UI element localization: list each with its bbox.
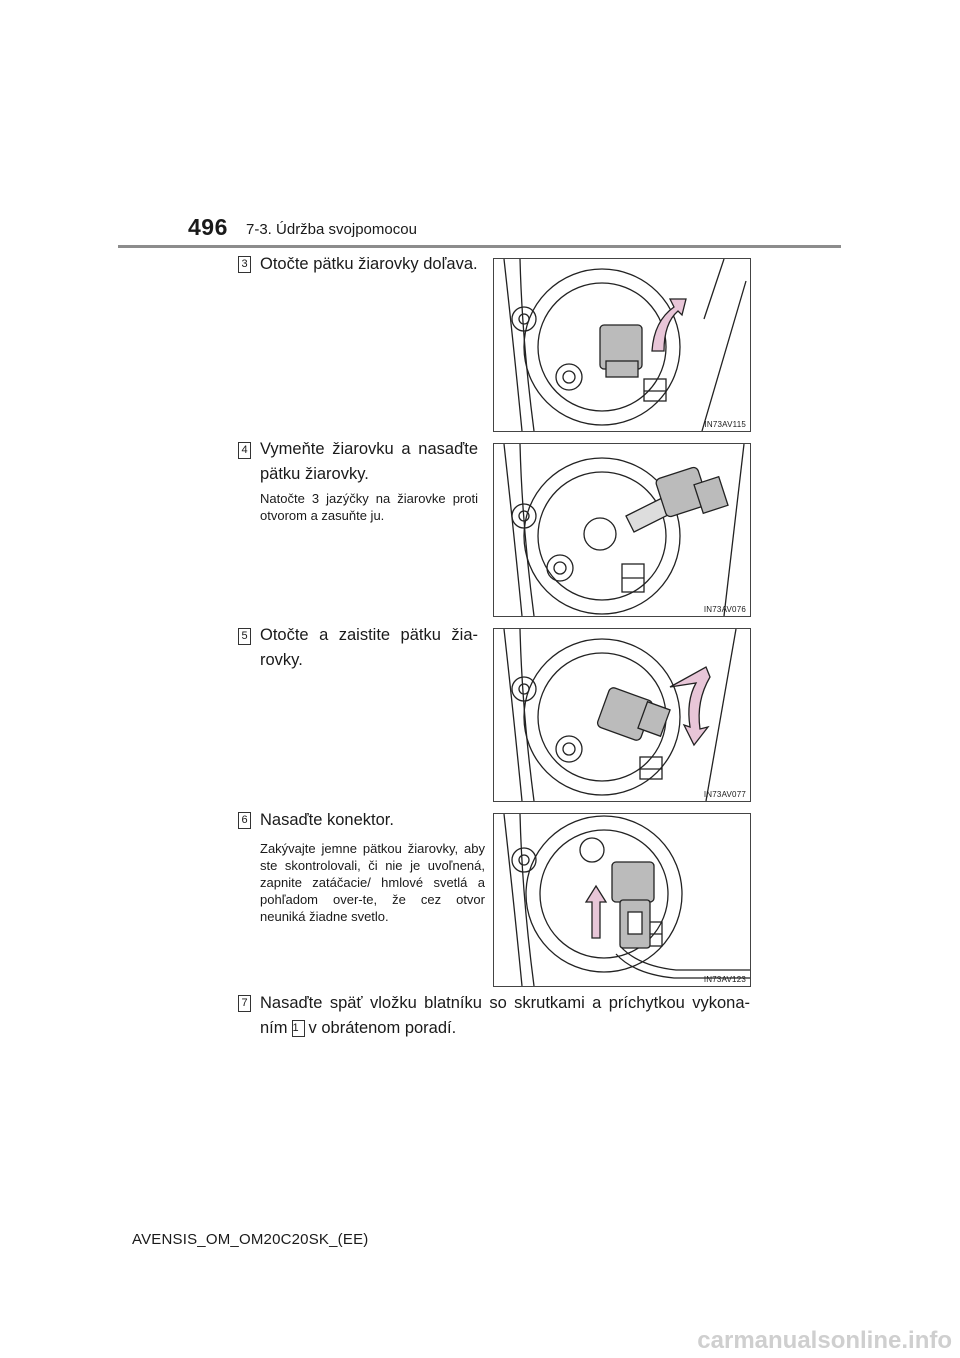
step-7-text-after: v obrátenom poradí. [308,1019,457,1037]
step-5-figure: IN73AV077 [493,628,751,802]
step-6-text: Nasaďte konektor. [260,811,394,829]
section-title: 7-3. Údržba svojpomocou [246,221,417,238]
step-6-note: Zakývajte jemne pätkou žiarovky, aby ste… [260,841,485,924]
watermark: carmanualsonline.info [697,1327,952,1354]
step-7-text-before: Nasaďte späť vložku blatníku so skrutkam… [260,994,750,1037]
step-4-badge: 4 [238,442,251,459]
header-rule [118,245,841,248]
figure-code: IN73AV123 [703,975,746,984]
page-number: 496 [188,214,228,240]
step-3-text: Otočte pätku žiarovky doľava. [260,255,478,273]
step-7-text: Nasaďte späť vložku blatníku so skrutkam… [260,991,750,1041]
step-4-text: Vymeňte žiarovku a nasaďte pätku žiarovk… [260,440,478,483]
step-6-figure: IN73AV123 [493,813,751,987]
headlamp-illustration [503,629,737,801]
footer-doc-id: AVENSIS_OM_OM20C20SK_(EE) [132,1231,369,1248]
step-ref-badge: 1 [291,1020,305,1037]
step-4-figure: IN73AV076 [493,443,751,617]
figure-code: IN73AV076 [703,605,746,614]
step-6-badge: 6 [238,812,251,829]
headlamp-illustration [503,444,745,616]
step-3-badge: 3 [238,256,251,273]
figure-code: IN73AV115 [704,420,746,429]
step-7-badge: 7 [238,995,251,1012]
step-3-figure: IN73AV115 [493,258,751,432]
figure-code: IN73AV077 [703,790,746,799]
headlamp-illustration [503,814,750,986]
step-4-note: Natočte 3 jazýčky na žiarovke proti otvo… [260,491,478,523]
step-5-badge: 5 [238,628,251,645]
step-5-text: Otočte a zaistite pätku žia-rovky. [260,626,478,669]
headlamp-illustration [503,259,747,431]
